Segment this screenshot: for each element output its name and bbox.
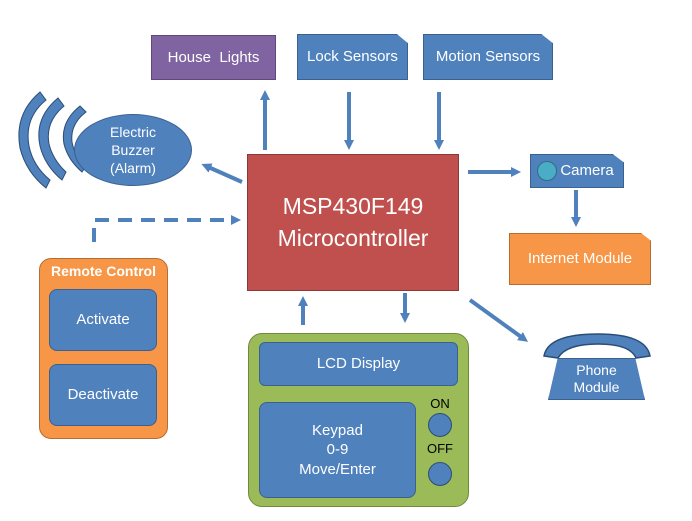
lock-sensors-box: Lock Sensors (297, 34, 408, 80)
internet-module-box: Internet Module (509, 233, 651, 285)
phone-module-box: Phone Module (548, 358, 645, 400)
internet-module-label: Internet Module (527, 250, 633, 268)
camera-label: Camera (560, 162, 614, 180)
lcd-display: LCD Display (259, 342, 458, 386)
motion-sensors-label: Motion Sensors (435, 48, 541, 66)
arrow-mcu-to-buzzer (201, 163, 243, 184)
on-label: ON (430, 396, 450, 411)
remote-control-panel: Remote Control Activate Deactivate (39, 258, 168, 439)
house-lights-label: House Lights (167, 48, 260, 66)
microcontroller-box: MSP430F149 Microcontroller (247, 154, 459, 291)
remote-control-title: Remote Control (51, 263, 156, 279)
control-panel: LCD Display Keypad 0-9 Move/Enter ON OFF (248, 333, 469, 507)
mcu-model: MSP430F149 (282, 193, 424, 220)
camera-lens-icon (537, 161, 557, 181)
house-lights-box: House Lights (151, 35, 276, 80)
on-button[interactable] (428, 413, 452, 437)
off-button[interactable] (428, 462, 452, 486)
camera-box: Camera (530, 154, 624, 188)
electric-buzzer-ellipse: Electric Buzzer (Alarm) (74, 114, 192, 186)
buzzer-label: Electric Buzzer (Alarm) (110, 123, 156, 177)
arrow-remote-to-mcu (92, 215, 241, 242)
motion-sensors-box: Motion Sensors (423, 34, 553, 80)
deactivate-label: Deactivate (67, 386, 139, 404)
lock-sensors-label: Lock Sensors (307, 48, 398, 66)
activate-button[interactable]: Activate (49, 289, 157, 351)
arrow-mcu-to-phone (468, 298, 529, 342)
phone-handset-icon (543, 333, 651, 359)
lcd-display-label: LCD Display (316, 355, 401, 373)
keypad[interactable]: Keypad 0-9 Move/Enter (259, 402, 416, 498)
off-label: OFF (427, 441, 453, 456)
deactivate-button[interactable]: Deactivate (49, 364, 157, 426)
buzzer-sound-waves-icon (18, 91, 87, 189)
keypad-label: Keypad 0-9 Move/Enter (299, 421, 376, 478)
activate-label: Activate (76, 311, 130, 329)
mcu-label: Microcontroller (277, 224, 429, 251)
phone-module-label: Phone Module (573, 361, 620, 396)
